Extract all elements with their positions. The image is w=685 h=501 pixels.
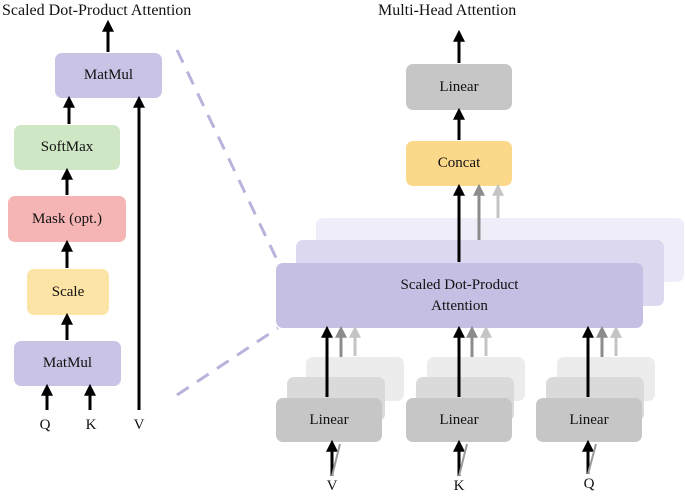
input-q-fan — [587, 443, 597, 475]
linear-top-block: Linear — [406, 64, 512, 110]
zoom-connector-bottom — [176, 326, 279, 397]
input-q-label-left: Q — [39, 417, 51, 433]
zoom-connector-top — [175, 49, 280, 263]
linear-q-block: Linear — [536, 398, 642, 442]
matmul-bottom-block: MatMul — [14, 341, 121, 386]
input-v-label-right: V — [326, 478, 338, 494]
softmax-block: SoftMax — [14, 125, 120, 170]
scale-block: Scale — [27, 269, 109, 315]
input-q-label-right: Q — [583, 476, 595, 492]
scaled-dot-product-title: Scaled Dot-Product Attention — [2, 2, 192, 19]
input-k-label-right: K — [453, 478, 465, 494]
multi-head-title: Multi-Head Attention — [378, 2, 517, 19]
matmul-top-block: MatMul — [55, 53, 162, 98]
input-k-label-left: K — [85, 417, 97, 433]
scaled-dot-product-attention-block: Scaled Dot-Product Attention — [276, 263, 643, 328]
input-v-label-left: V — [133, 417, 145, 433]
mask-block: Mask (opt.) — [8, 196, 126, 242]
linear-k-block: Linear — [406, 398, 512, 442]
linear-v-block: Linear — [276, 398, 382, 442]
concat-block: Concat — [406, 141, 512, 186]
input-k-fan — [458, 443, 468, 477]
attention-label-line1: Scaled Dot-Product — [400, 277, 519, 294]
attention-label-line2: Attention — [431, 297, 488, 314]
input-v-fan — [331, 443, 341, 477]
